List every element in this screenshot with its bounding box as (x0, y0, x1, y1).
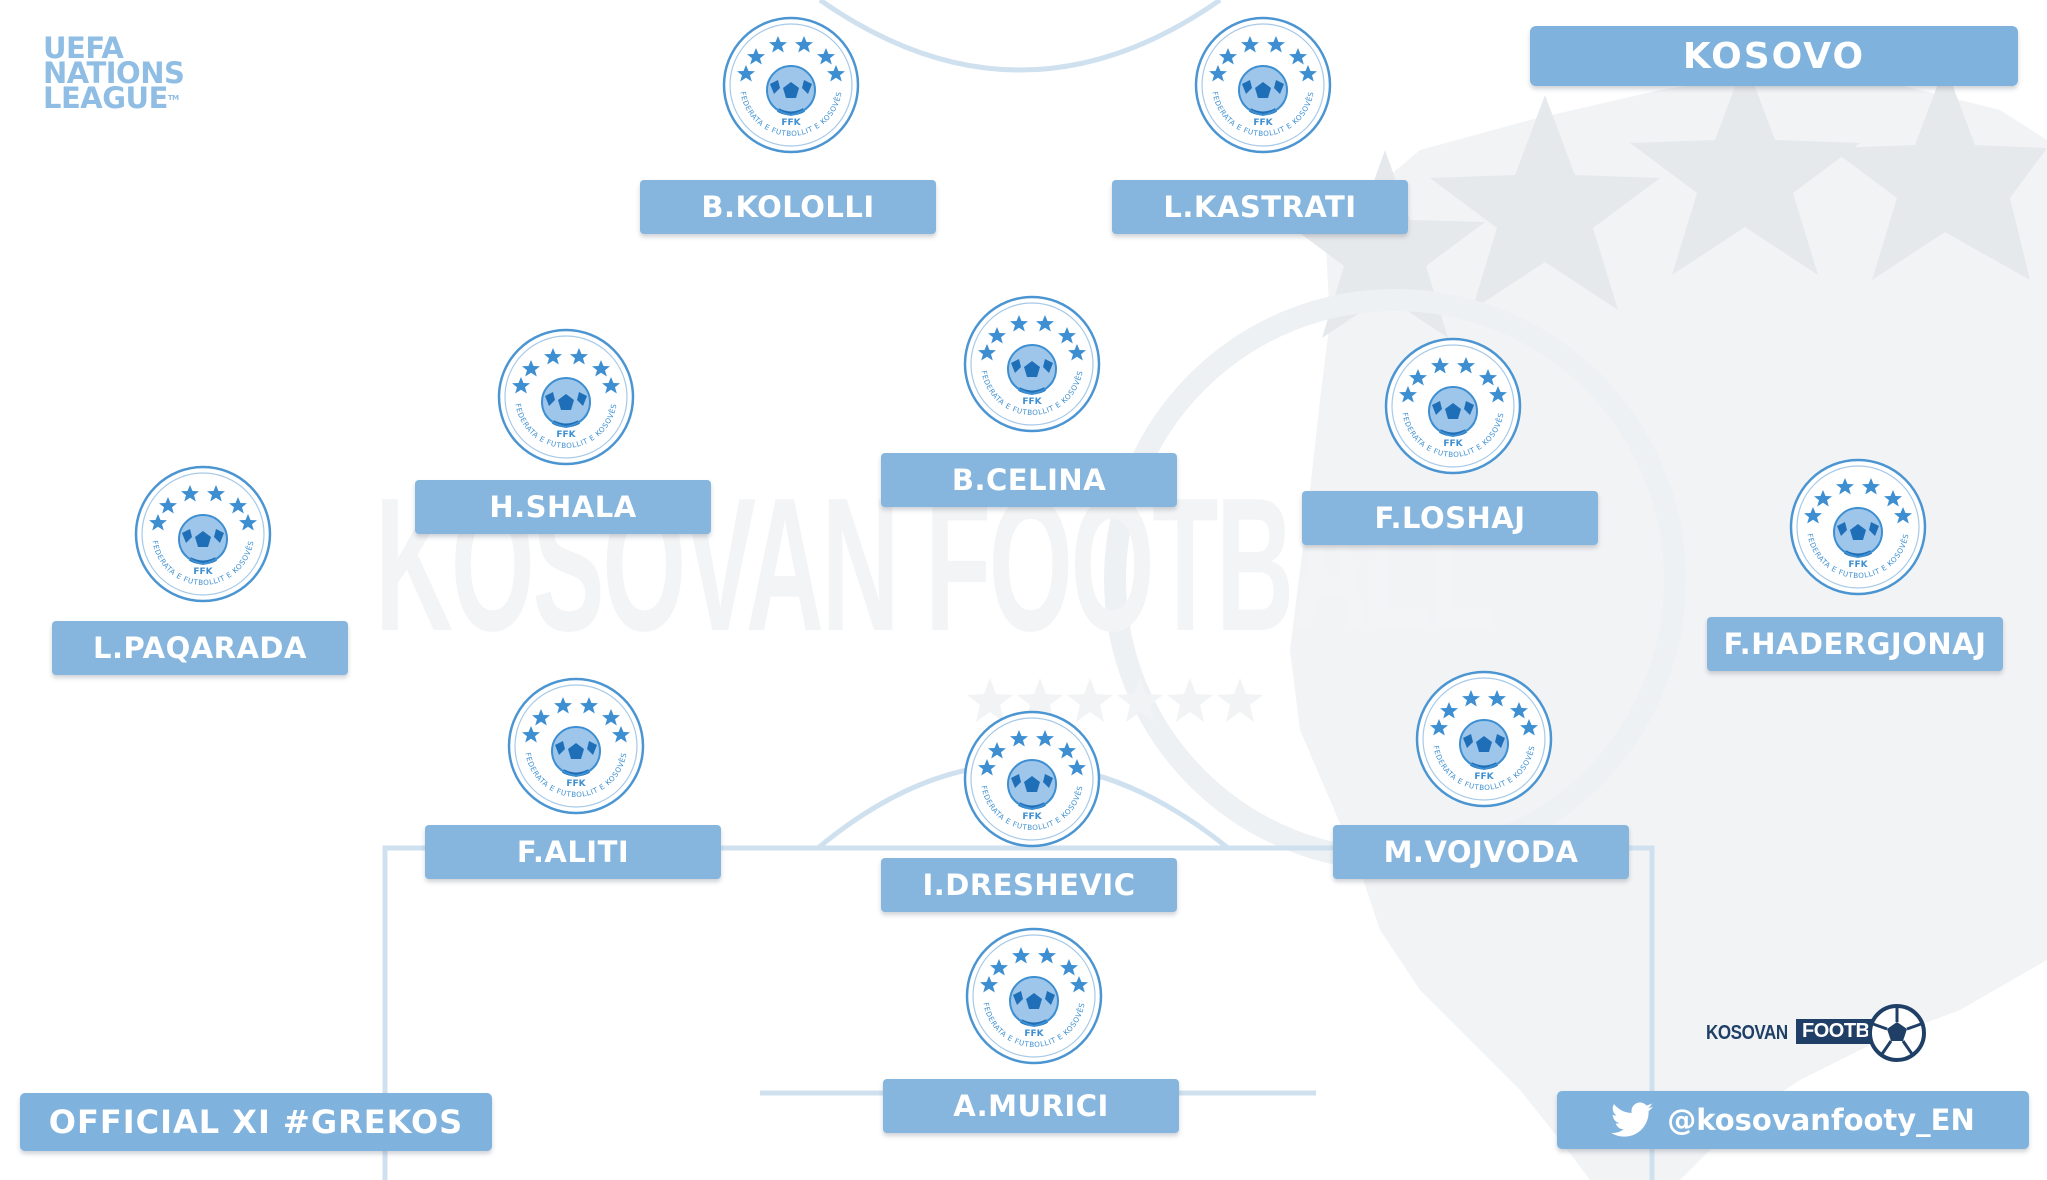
ffk-crest-icon: FFK FEDERATA E FUTBOLLIT E KOSOVËS (1382, 335, 1524, 477)
brand-text-left: KOSOVAN (1706, 1022, 1788, 1044)
player-name: H.SHALA (415, 480, 711, 534)
crest-initials: FFK (1253, 118, 1273, 128)
player-name: F.LOSHAJ (1302, 491, 1598, 545)
crest-initials: FFK (1443, 439, 1463, 449)
player-name: A.MURICI (883, 1079, 1179, 1133)
player-name: F.HADERGJONAJ (1707, 617, 2003, 671)
logo-line-league: LEAGUETM (43, 81, 179, 115)
player-name: M.VOJVODA (1333, 825, 1629, 879)
player-name: F.ALITI (425, 825, 721, 879)
player-name: L.PAQARADA (52, 621, 348, 675)
twitter-bird-icon (1611, 1102, 1654, 1137)
player-name: I.DRESHEVIC (881, 858, 1177, 912)
crest-initials: FFK (1022, 812, 1042, 822)
crest-initials: FFK (1024, 1029, 1044, 1039)
crest-initials: FFK (556, 430, 576, 440)
player-name: B.KOLOLLI (640, 180, 936, 234)
crest-initials: FFK (193, 567, 213, 577)
crest-initials: FFK (1848, 560, 1868, 570)
ffk-crest-icon: FFK FEDERATA E FUTBOLLIT E KOSOVËS (961, 708, 1103, 850)
twitter-handle-box: @kosovanfooty_EN (1557, 1091, 2029, 1149)
ffk-crest-icon: FFK FEDERATA E FUTBOLLIT E KOSOVËS (961, 293, 1103, 435)
crest-initials: FFK (1022, 397, 1042, 407)
ffk-crest-icon: FFK FEDERATA E FUTBOLLIT E KOSOVËS (495, 326, 637, 468)
ffk-crest-icon: FFK FEDERATA E FUTBOLLIT E KOSOVËS (132, 463, 274, 605)
ffk-crest-icon: FFK FEDERATA E FUTBOLLIT E KOSOVËS (963, 925, 1105, 1067)
logo-line-uefa: UEFA (43, 31, 124, 65)
crest-initials: FFK (781, 118, 801, 128)
team-title: KOSOVO (1530, 26, 2018, 86)
logo-trademark: TM (167, 94, 179, 102)
ffk-crest-icon: FFK FEDERATA E FUTBOLLIT E KOSOVËS (505, 675, 647, 817)
ffk-crest-icon: FFK FEDERATA E FUTBOLLIT E KOSOVËS (1192, 14, 1334, 156)
official-xi-label: OFFICIAL XI #GREKOS (20, 1093, 492, 1151)
logo-line-nations: NATIONS (43, 56, 185, 90)
ffk-crest-icon: FFK FEDERATA E FUTBOLLIT E KOSOVËS (720, 14, 862, 156)
football-icon (1868, 1004, 1926, 1062)
player-name: B.CELINA (881, 453, 1177, 507)
twitter-handle: @kosovanfooty_EN (1667, 1103, 1975, 1137)
player-name: L.KASTRATI (1112, 180, 1408, 234)
ffk-crest-icon: FFK FEDERATA E FUTBOLLIT E KOSOVËS (1787, 456, 1929, 598)
uefa-nations-league-logo: UEFA NATIONS LEAGUETM (43, 31, 185, 115)
crest-initials: FFK (566, 779, 586, 789)
ffk-crest-icon: FFK FEDERATA E FUTBOLLIT E KOSOVËS (1413, 668, 1555, 810)
bg-stars (1285, 60, 2047, 338)
crest-initials: FFK (1474, 772, 1494, 782)
kosovan-football-logo: KOSOVAN FOOTBALL (1706, 1000, 1926, 1072)
